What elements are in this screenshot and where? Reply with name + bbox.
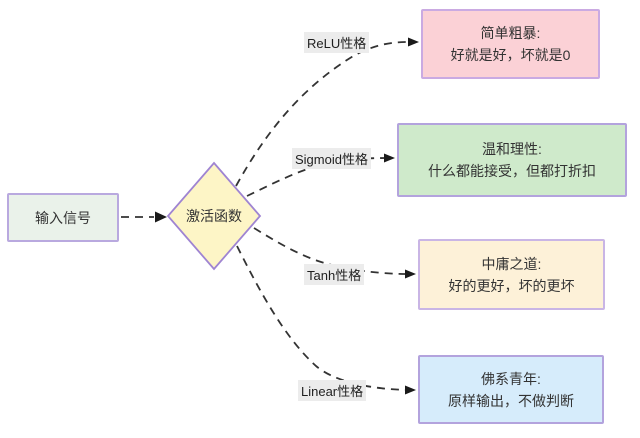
arrowhead-icon-linear bbox=[405, 385, 416, 395]
relu-title: 简单粗暴: bbox=[480, 25, 541, 41]
edge-activation-to-tanh bbox=[253, 227, 409, 275]
node-relu-result: 简单粗暴: 好就是好，坏就是0 bbox=[421, 9, 600, 79]
node-tanh-result: 中庸之道: 好的更好，坏的更坏 bbox=[418, 239, 605, 310]
tanh-title: 中庸之道: bbox=[481, 255, 542, 272]
edge-activation-to-linear bbox=[236, 245, 409, 391]
sigmoid-description: 什么都能接受，但都打折扣 bbox=[428, 163, 596, 179]
activation-diamond-shape bbox=[166, 161, 262, 271]
tanh-description: 好的更好，坏的更坏 bbox=[448, 277, 575, 294]
arrowhead-icon-tanh bbox=[405, 269, 416, 279]
arrowhead-icon-relu bbox=[408, 37, 419, 47]
node-input-signal: 输入信号 bbox=[7, 193, 119, 242]
arrowhead-icon-sigmoid bbox=[384, 153, 395, 163]
edge-activation-to-relu bbox=[235, 41, 412, 187]
activation-function-label: 激活函数 bbox=[186, 208, 242, 224]
arrowhead-icon-activation bbox=[155, 211, 167, 223]
linear-description: 原样输出，不做判断 bbox=[448, 392, 574, 409]
relu-description: 好就是好，坏就是0 bbox=[450, 47, 571, 63]
edge-label-linear: Linear性格 bbox=[298, 380, 367, 401]
edge-label-relu: ReLU性格 bbox=[304, 32, 370, 53]
node-activation-function: 激活函数 bbox=[168, 162, 260, 270]
sigmoid-title: 温和理性: bbox=[482, 141, 542, 157]
node-linear-result: 佛系青年: 原样输出，不做判断 bbox=[418, 355, 604, 424]
linear-title: 佛系青年: bbox=[481, 370, 541, 387]
input-signal-label: 输入信号 bbox=[35, 209, 91, 226]
edge-label-sigmoid: Sigmoid性格 bbox=[292, 148, 371, 169]
edge-label-tanh: Tanh性格 bbox=[304, 264, 365, 285]
node-sigmoid-result: 温和理性: 什么都能接受，但都打折扣 bbox=[397, 123, 627, 197]
